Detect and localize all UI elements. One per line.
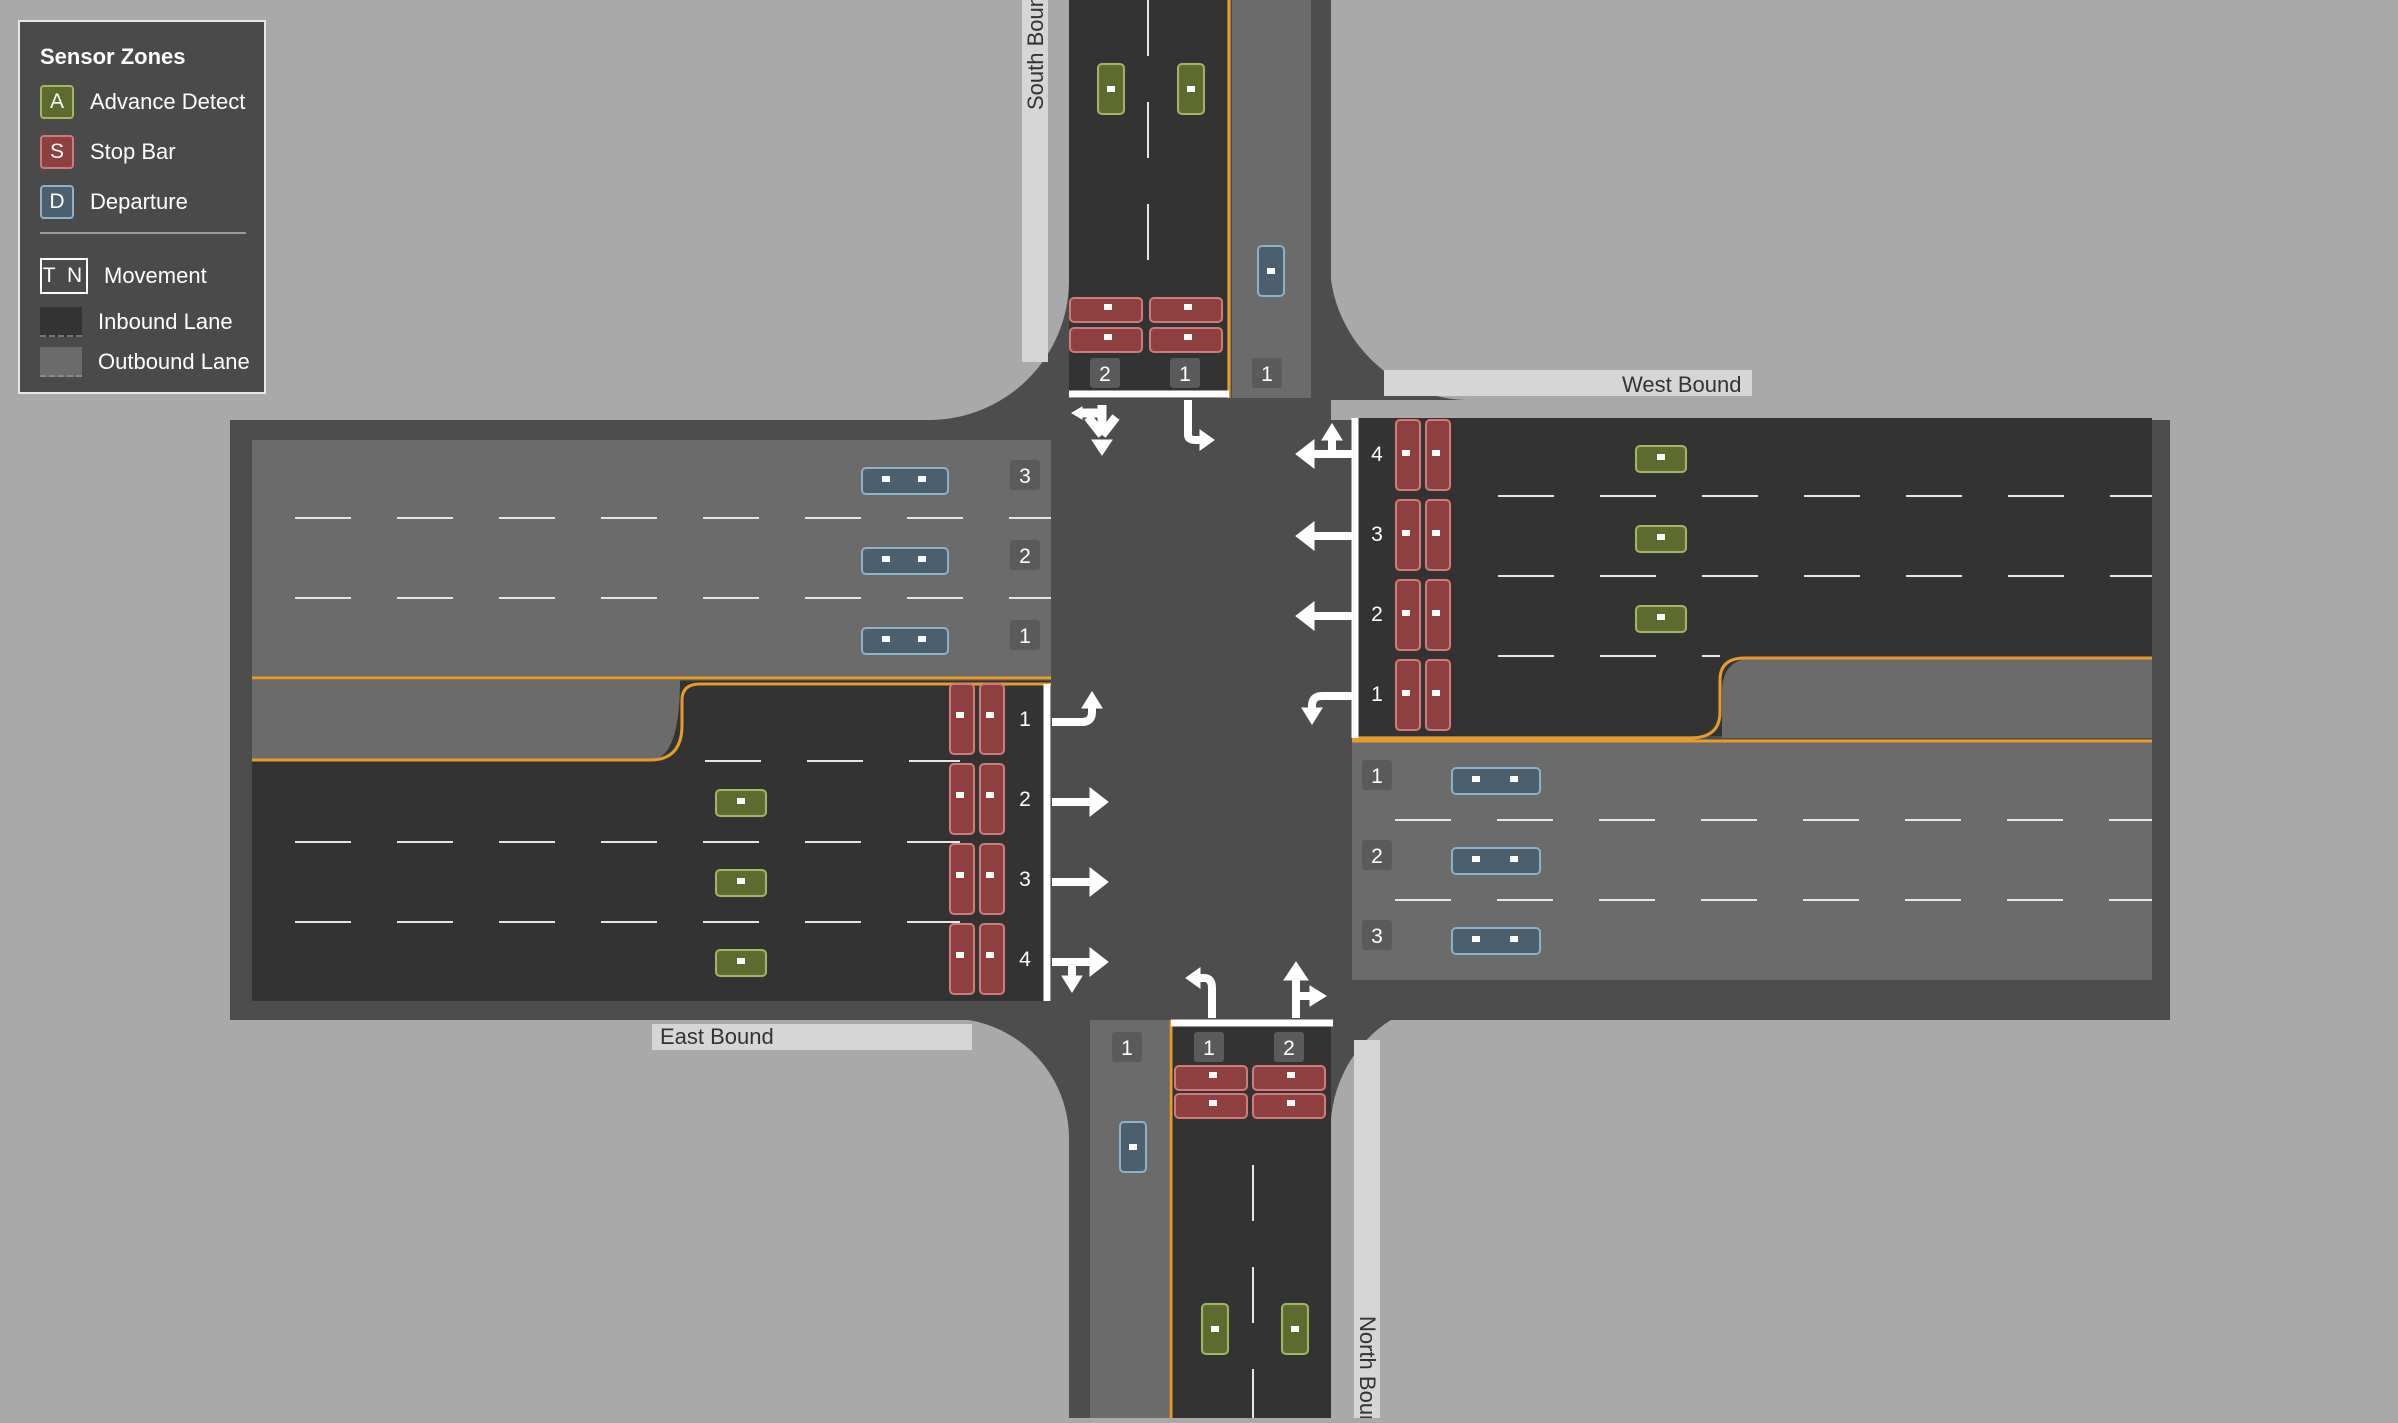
eb-outbound-badges: 3 2 1 — [1010, 460, 1040, 650]
lane-number: 4 — [1371, 443, 1383, 466]
lane-number: 3 — [1019, 868, 1031, 891]
lane-dashes — [295, 495, 2152, 923]
eb-arrow-lane1 — [1052, 691, 1103, 726]
wb-inbound-badges: 4 3 2 1 — [1371, 443, 1383, 706]
outbound-swatch — [40, 347, 82, 377]
nb-inbound-badges: 1 2 — [1194, 1032, 1304, 1062]
legend-item-inbound: Inbound Lane — [40, 304, 233, 340]
eb-arrow-lane2 — [1052, 786, 1109, 818]
eb-departure-lane3 — [861, 467, 949, 495]
lane-number: 1 — [1371, 765, 1383, 788]
lane-number: 2 — [1019, 788, 1031, 811]
sensor-legend: Sensor Zones A Advance Detect S Stop Bar… — [18, 20, 266, 394]
sidewalks — [652, 0, 1752, 1418]
legend-item-outbound: Outbound Lane — [40, 344, 250, 380]
wb-arrow-lane2 — [1295, 600, 1352, 632]
wb-departure-lane3 — [1451, 927, 1541, 955]
nb-outbound-badges: 1 — [1112, 1032, 1142, 1062]
sb-inbound-badges: 2 1 — [1090, 358, 1200, 388]
vertical-dashes — [1147, 0, 1254, 1418]
legend-title: Sensor Zones — [40, 44, 186, 69]
legend-item-stop: S Stop Bar — [40, 134, 176, 170]
advance-sensors — [715, 63, 1687, 1355]
sensor-dots — [737, 86, 1665, 1332]
lane-number: 2 — [1019, 545, 1031, 568]
inbound-swatch — [40, 307, 82, 337]
lane-number: 2 — [1371, 603, 1383, 626]
lane-number: 1 — [1261, 363, 1273, 386]
legend-label: Outbound Lane — [98, 349, 250, 374]
lane-number: 3 — [1371, 925, 1383, 948]
eb-inbound-badges: 1 2 3 4 — [1019, 708, 1031, 971]
legend-item-movement: T N Movement — [40, 258, 207, 294]
lane-number: 4 — [1019, 948, 1031, 971]
sb-outbound-badges: 1 — [1252, 358, 1282, 388]
wb-arrow-lane3 — [1295, 520, 1352, 552]
legend-label: Movement — [104, 263, 207, 288]
lane-number: 3 — [1371, 523, 1383, 546]
wb-outbound-badges: 1 2 3 — [1362, 760, 1392, 950]
nb-arrow-lane1 — [1185, 967, 1216, 1018]
lane-number: 2 — [1371, 845, 1383, 868]
wb-departure-lane1 — [1451, 767, 1541, 795]
lane-number: 2 — [1283, 1037, 1295, 1060]
lane-number: 3 — [1019, 465, 1031, 488]
departure-sensors — [861, 245, 1541, 1173]
eb-arrow-lane4 — [1052, 946, 1109, 993]
lane-number: 1 — [1019, 625, 1031, 648]
lane-number: 2 — [1099, 363, 1111, 386]
eb-stop-sensors — [949, 683, 1005, 995]
lane-number: 1 — [1121, 1037, 1133, 1060]
eb-departure-lane2 — [861, 547, 949, 575]
lane-number: 1 — [1203, 1037, 1215, 1060]
eb-center-line — [252, 682, 1051, 762]
advance-swatch: A — [40, 85, 74, 119]
departure-swatch: D — [40, 185, 74, 219]
eb-departure-lane1 — [861, 627, 949, 655]
eb-arrow-lane3 — [1052, 866, 1109, 898]
wb-taper — [1722, 658, 2152, 738]
lane-number: 1 — [1371, 683, 1383, 706]
legend-label: Advance Detect — [90, 89, 246, 114]
lane-badges: 2 1 1 4 3 2 1 1 2 3 3 2 1 — [1010, 358, 1392, 1062]
nb-arrow-lane2 — [1283, 961, 1327, 1018]
legend-item-departure: D Departure — [40, 184, 188, 220]
sb-arrow-lane1 — [1184, 400, 1215, 451]
street-label-east: East Bound — [660, 1024, 774, 1049]
lane-number: 1 — [1179, 363, 1191, 386]
stop-lines — [1043, 390, 1359, 1027]
wb-center-line — [1352, 656, 2152, 740]
legend-label: Stop Bar — [90, 139, 176, 164]
wb-arrow-lane4 — [1295, 423, 1352, 470]
street-label-west: West Bound — [1622, 372, 1741, 397]
movement-swatch: T N — [40, 258, 88, 294]
legend-label: Inbound Lane — [98, 309, 233, 334]
stop-swatch: S — [40, 135, 74, 169]
wb-arrow-lane1 — [1301, 692, 1352, 725]
eb-taper — [252, 680, 680, 760]
legend-item-advance: A Advance Detect — [40, 84, 245, 120]
wb-departure-lane2 — [1451, 847, 1541, 875]
lane-number: 1 — [1019, 708, 1031, 731]
street-label-north: North Bound — [1355, 1316, 1380, 1418]
legend-divider — [40, 232, 246, 234]
street-label-south: South Bound — [1023, 0, 1048, 110]
movement-arrows — [1052, 400, 1352, 1018]
legend-label: Departure — [90, 189, 188, 214]
sb-arrow-lane2 — [1071, 405, 1120, 456]
